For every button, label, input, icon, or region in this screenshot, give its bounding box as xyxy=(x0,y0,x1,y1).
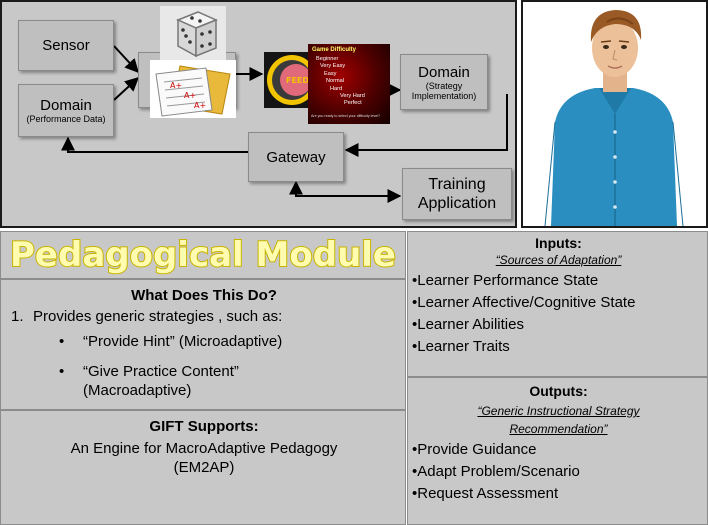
what-does-this-do-box: What Does This Do? 1. Provides generic s… xyxy=(0,279,406,410)
architecture-diagram-panel: Sensor Domain (Performance Data) A+ xyxy=(0,0,517,228)
arrow-domain-to-gateway xyxy=(344,94,508,157)
gift-supports-text: An Engine for MacroAdaptive Pedagogy (EM… xyxy=(70,440,338,476)
strategy-item-text: Provides generic strategies , such as: xyxy=(33,308,283,325)
input-item: •Learner Abilities xyxy=(412,316,524,333)
sensor-node: Sensor xyxy=(18,20,114,71)
outputs-box: Outputs: “Generic Instructional Strategy… xyxy=(407,377,708,525)
worksheet-mark-3: A+ xyxy=(194,101,206,110)
training-application-label: Training Application xyxy=(417,176,497,212)
strategy-item-1: 1. Provides generic strategies , such as… xyxy=(11,307,282,326)
arrow-sensor-to-module xyxy=(113,45,139,74)
domain-strategy-node: Domain (Strategy Implementation) xyxy=(400,54,488,110)
output-item: •Provide Guidance xyxy=(412,441,537,458)
what-does-this-do-heading: What Does This Do? xyxy=(131,287,277,304)
domain-performance-title: Domain xyxy=(40,97,92,114)
difficulty-option: Very Hard xyxy=(340,93,365,100)
arrow-gateway-training xyxy=(289,180,402,203)
difficulty-options-list: Beginner Very Easy Easy Normal Hard Very… xyxy=(316,56,365,108)
strategy-subitem-microadaptive: • “Provide Hint” (Microadaptive) xyxy=(59,332,359,351)
difficulty-option: Hard xyxy=(330,85,343,92)
output-item: •Adapt Problem/Scenario xyxy=(412,463,580,480)
domain-strategy-subtitle: (Strategy Implementation) xyxy=(411,80,477,101)
inputs-list: •Learner Performance State •Learner Affe… xyxy=(412,270,635,358)
difficulty-option: Normal xyxy=(326,78,345,85)
domain-strategy-title: Domain xyxy=(418,63,470,81)
avatar-panel xyxy=(521,0,708,228)
arrow-domain-to-module xyxy=(113,77,140,101)
difficulty-menu-image: Game Difficulty Beginner Very Easy Easy … xyxy=(308,44,390,124)
domain-performance-subtitle: (Performance Data) xyxy=(26,114,106,124)
training-application-node: Training Application xyxy=(402,168,512,220)
worksheet-mark-2: A+ xyxy=(184,91,196,100)
output-item: •Request Assessment xyxy=(412,485,559,502)
difficulty-option: Beginner xyxy=(316,56,339,62)
gateway-node: Gateway xyxy=(248,132,344,182)
pedagogical-module-title-graphic: Pedagogical Module xyxy=(9,234,397,276)
outputs-subheading: “Generic Instructional Strategy Recommen… xyxy=(477,404,640,436)
arrow-gateway-to-domain xyxy=(61,136,252,153)
inputs-subheading: “Sources of Adaptation” xyxy=(495,253,622,267)
difficulty-menu-title: Game Difficulty xyxy=(312,47,357,53)
difficulty-option: Easy xyxy=(324,70,337,77)
difficulty-option: Perfect xyxy=(344,100,362,107)
gateway-label: Gateway xyxy=(266,148,326,166)
inputs-box: Inputs: “Sources of Adaptation” •Learner… xyxy=(407,231,708,377)
virtual-tutor-avatar xyxy=(544,10,684,227)
strategy-item-number: 1. xyxy=(11,308,24,325)
bullet-dot: • xyxy=(59,363,65,380)
graded-worksheets-image: A+ A+ A+ xyxy=(150,60,236,118)
difficulty-option: Very Easy xyxy=(320,63,346,70)
strategy-subitem-text: “Give Practice Content” (Macroadaptive) xyxy=(83,363,239,399)
feedback-label: FEED xyxy=(286,76,309,85)
outputs-list: •Provide Guidance •Adapt Problem/Scenari… xyxy=(412,439,580,505)
dice-image xyxy=(160,6,226,62)
domain-performance-node: Domain (Performance Data) xyxy=(18,84,114,137)
gift-supports-heading: GIFT Supports: xyxy=(149,418,259,435)
input-item: •Learner Performance State xyxy=(412,272,599,289)
input-item: •Learner Affective/Cognitive State xyxy=(412,294,636,311)
pedagogical-module-title: Pedagogical Module xyxy=(10,235,396,275)
worksheet-mark-1: A+ xyxy=(170,81,182,90)
strategy-subitem-macroadaptive: • “Give Practice Content” (Macroadaptive… xyxy=(59,362,329,400)
bullet-dot: • xyxy=(59,333,65,350)
strategy-subitem-text: “Provide Hint” (Microadaptive) xyxy=(83,333,283,350)
input-item: •Learner Traits xyxy=(412,338,510,355)
diagram-connectors xyxy=(61,45,508,203)
difficulty-menu-footer: Are you ready to select your difficulty … xyxy=(311,114,381,118)
outputs-heading: Outputs: xyxy=(529,383,588,399)
gift-supports-box: GIFT Supports: An Engine for MacroAdapti… xyxy=(0,410,406,525)
inputs-heading: Inputs: xyxy=(535,235,582,251)
pedagogical-module-title-box: Pedagogical Module xyxy=(0,231,406,279)
sensor-label: Sensor xyxy=(42,37,90,54)
